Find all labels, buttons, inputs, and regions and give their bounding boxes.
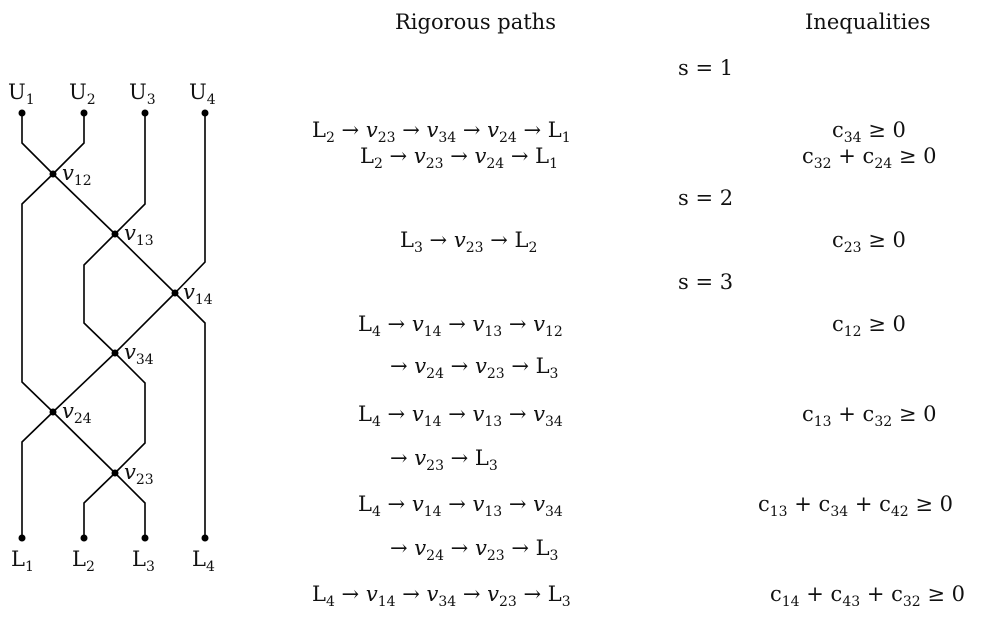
header-inequalities: Inequalities — [805, 10, 931, 34]
terminal-dot-l1 — [18, 534, 26, 542]
node-label-v23: v23 — [124, 460, 154, 488]
path-row-3: L3 → v23 → L2 — [400, 228, 538, 256]
node-dot-v23 — [111, 469, 119, 477]
terminal-dot-u1 — [18, 109, 26, 117]
inequality-1: c34 ≥ 0 — [832, 118, 906, 146]
edge-v24-l1 — [21, 411, 54, 538]
node-dot-v34 — [111, 349, 119, 357]
inequality-7: c14 + c43 + c32 ≥ 0 — [770, 582, 965, 610]
inequality-3: c23 ≥ 0 — [832, 228, 906, 256]
terminal-label-u4: U4 — [189, 80, 216, 108]
terminal-label-l2: L2 — [72, 547, 95, 575]
edge-v14-l4 — [174, 292, 206, 538]
terminal-dot-u2 — [80, 109, 88, 117]
node-dot-v13 — [111, 230, 119, 238]
path-row-2: L2 → v23 → v24 → L1 — [360, 144, 559, 172]
terminal-dot-l2 — [80, 534, 88, 542]
edge-v12-v13 — [52, 173, 116, 235]
path-row-7: L4 → v14 → v34 → v23 → L3 — [312, 582, 571, 610]
node-label-v24: v24 — [62, 399, 92, 427]
terminal-label-u3: U3 — [129, 80, 156, 108]
node-label-v34: v34 — [124, 340, 154, 368]
edge-v14-v34 — [114, 292, 176, 354]
terminal-label-u2: U2 — [69, 80, 96, 108]
inequality-2: c32 + c24 ≥ 0 — [802, 144, 937, 172]
node-label-v14: v14 — [183, 280, 213, 308]
node-label-v13: v13 — [124, 221, 154, 249]
terminal-label-l1: L1 — [11, 547, 34, 575]
network-edges — [21, 113, 206, 538]
edge-u3-v13 — [114, 113, 146, 235]
path-row-5-cont: → v23 → L3 — [390, 446, 498, 474]
terminal-dot-u4 — [201, 109, 209, 117]
header-paths: Rigorous paths — [395, 10, 556, 34]
edge-v23-l2 — [83, 472, 116, 538]
path-row-6-cont: → v24 → v23 → L3 — [390, 536, 559, 564]
path-row-4-cont: → v24 → v23 → L3 — [390, 354, 559, 382]
edge-v34-v23 — [114, 352, 146, 474]
terminal-dot-l3 — [141, 534, 149, 542]
network-diagram — [18, 109, 209, 542]
edge-v34-v24 — [52, 352, 116, 413]
node-dot-v12 — [49, 170, 57, 178]
edge-u4-v14 — [174, 113, 206, 294]
node-dot-v14 — [171, 289, 179, 297]
terminal-label-l3: L3 — [132, 547, 155, 575]
inequality-6: c13 + c34 + c42 ≥ 0 — [758, 492, 953, 520]
path-row-4: L4 → v14 → v13 → v12 — [358, 312, 563, 340]
terminal-dot-l4 — [201, 534, 209, 542]
network-dots — [18, 109, 209, 542]
inequality-5: c13 + c32 ≥ 0 — [802, 402, 937, 430]
edge-u2-v12 — [52, 113, 85, 175]
edge-v12-v24 — [21, 173, 54, 413]
edge-v13-v14 — [114, 233, 176, 294]
section-label-s2: s = 2 — [678, 186, 734, 210]
edge-v24-v23 — [52, 411, 116, 474]
edge-v13-v34 — [83, 233, 116, 354]
path-row-5: L4 → v14 → v13 → v34 — [358, 402, 563, 430]
inequality-4: c12 ≥ 0 — [832, 312, 906, 340]
path-row-1: L2 → v23 → v34 → v24 → L1 — [312, 118, 571, 146]
path-row-6: L4 → v14 → v13 → v34 — [358, 492, 563, 520]
edge-u1-v12 — [21, 113, 54, 175]
edge-v23-l3 — [114, 472, 146, 538]
terminal-label-l4: L4 — [192, 547, 215, 575]
terminal-dot-u3 — [141, 109, 149, 117]
node-dot-v24 — [49, 408, 57, 416]
section-label-s1: s = 1 — [678, 56, 734, 80]
terminal-label-u1: U1 — [8, 80, 35, 108]
section-label-s3: s = 3 — [678, 270, 734, 294]
node-label-v12: v12 — [62, 161, 92, 189]
